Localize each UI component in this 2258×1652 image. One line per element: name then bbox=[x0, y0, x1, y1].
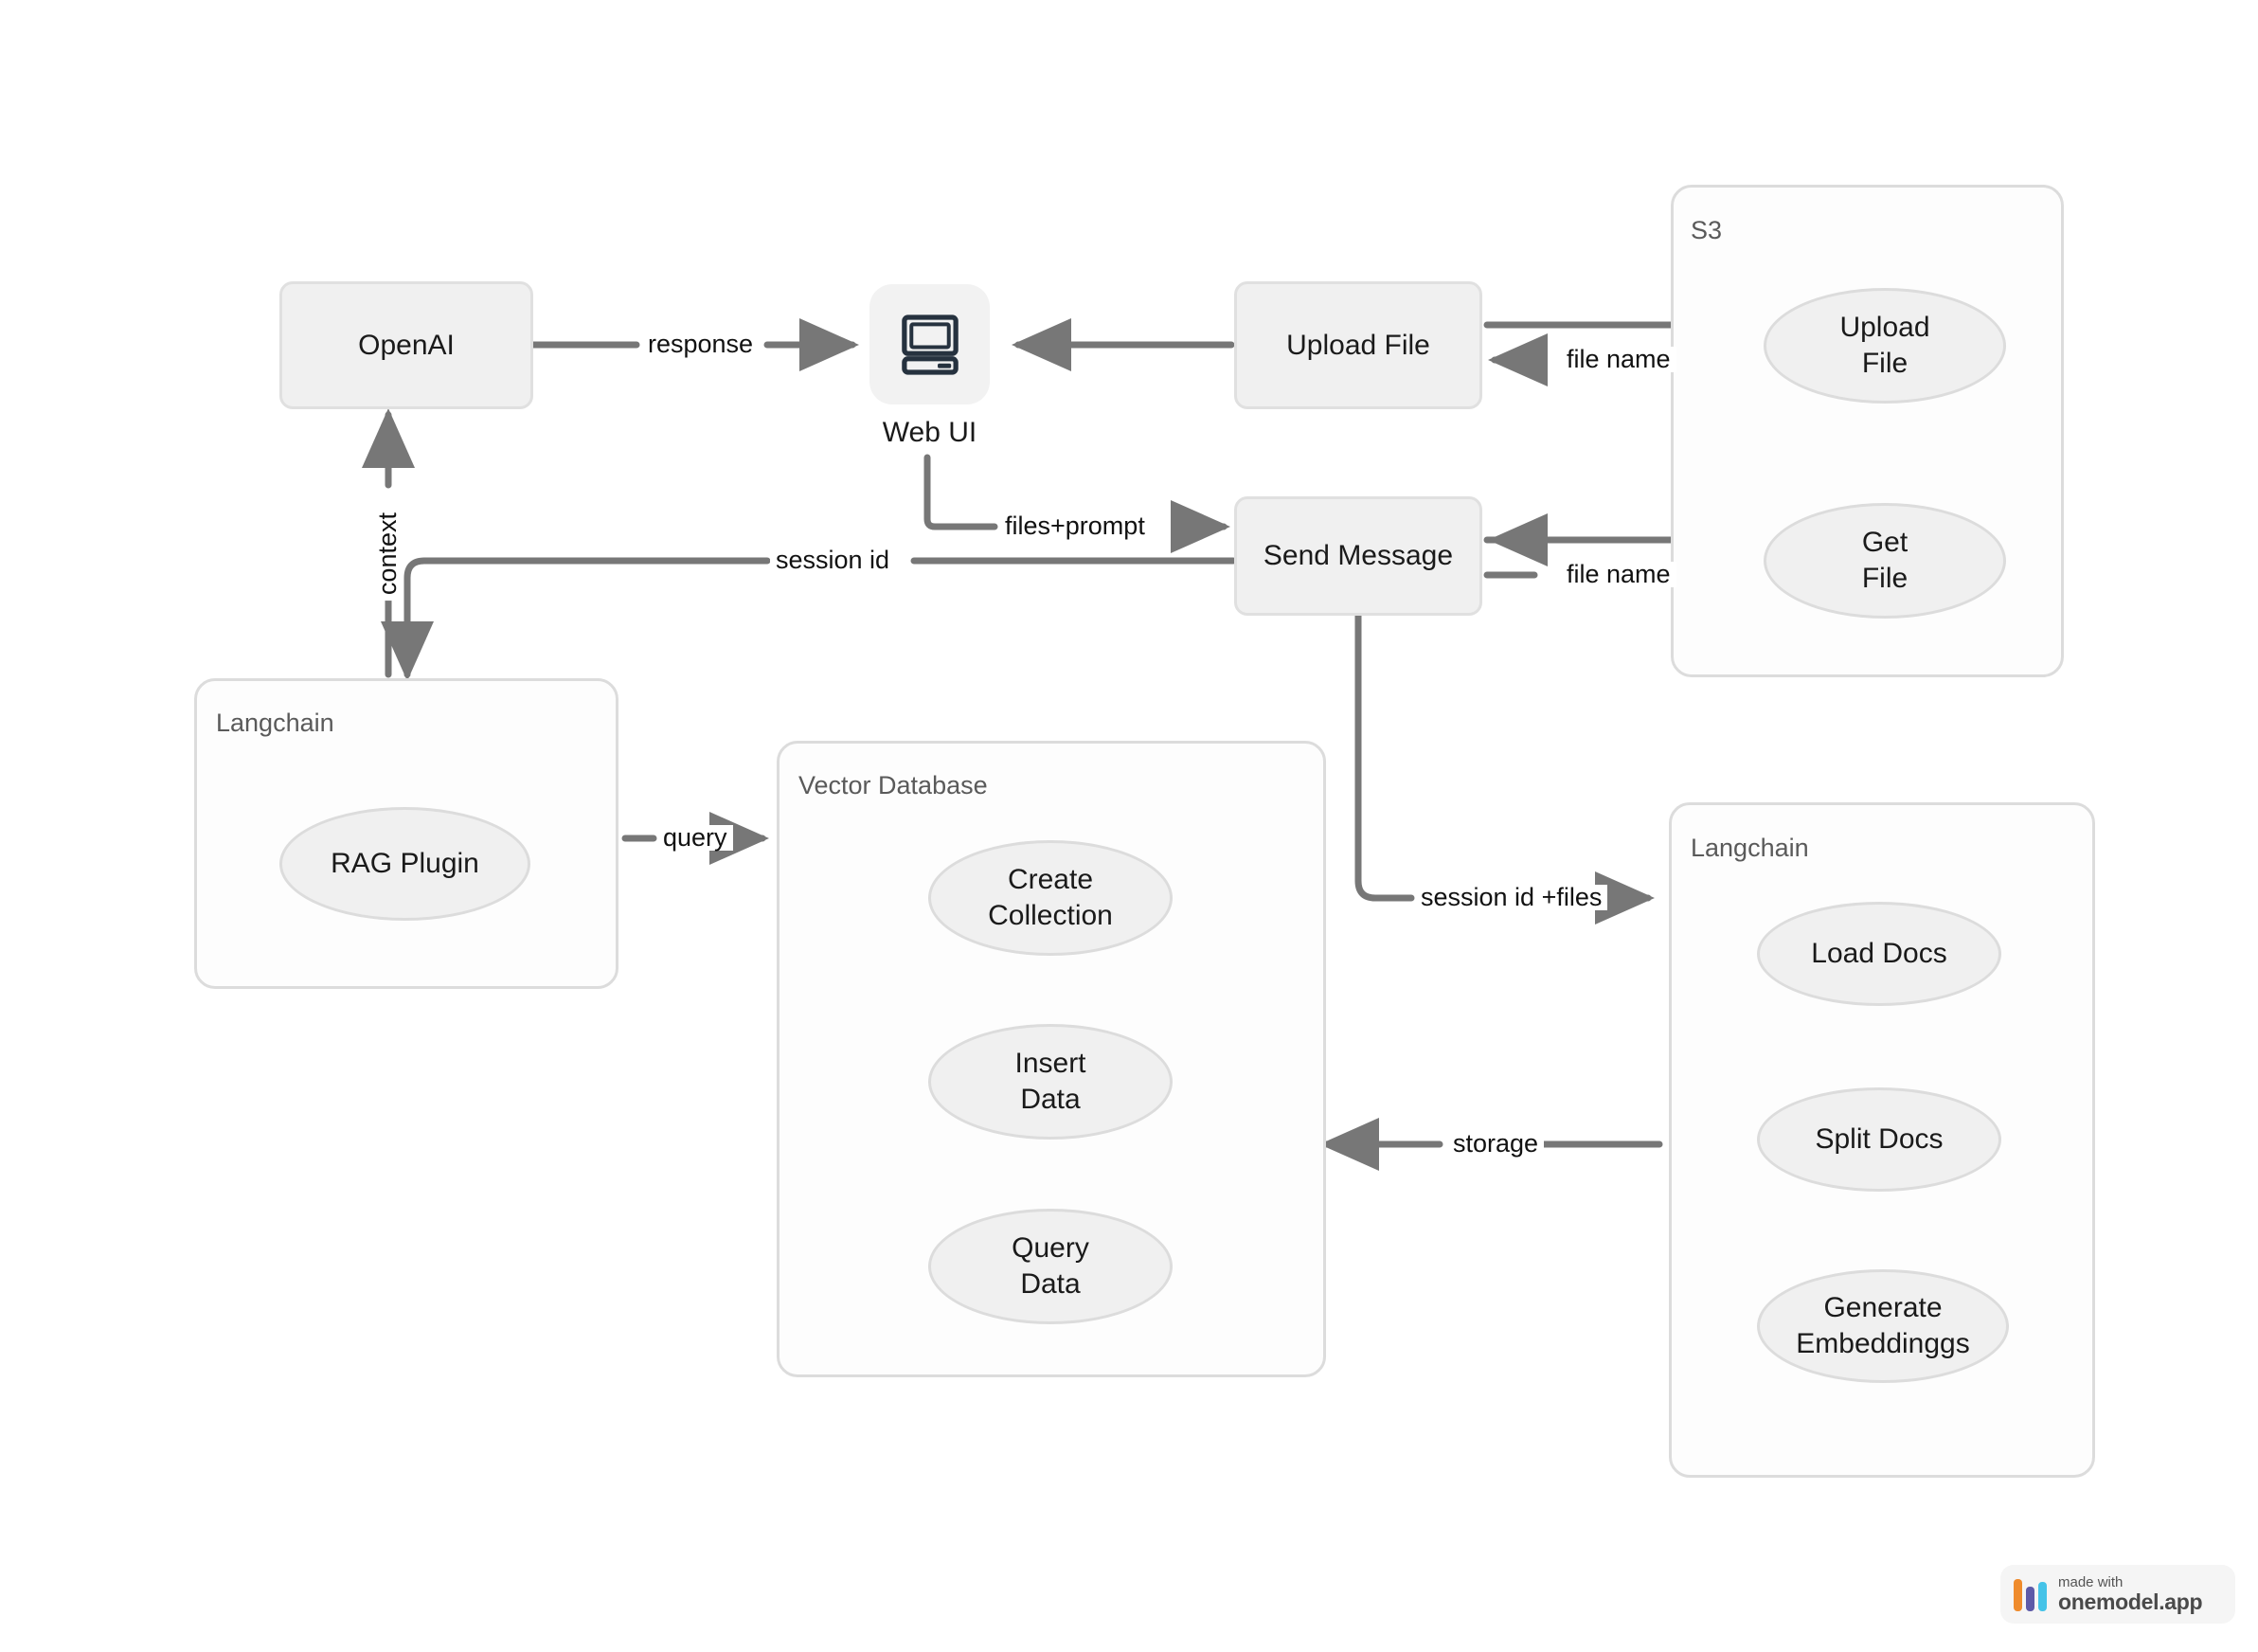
logo-bar-orange bbox=[2014, 1579, 2022, 1611]
node-label-line1: Generate bbox=[1823, 1291, 1943, 1323]
edge-label-context: context bbox=[373, 507, 402, 602]
node-label-line1: Query bbox=[1012, 1231, 1089, 1264]
node-label: Upload File bbox=[1286, 329, 1430, 361]
watermark-brand: onemodel.app bbox=[2058, 1589, 2203, 1614]
edge-filesprompt-elbow bbox=[923, 454, 998, 530]
edge-label-file-name-2: file name bbox=[1561, 562, 1676, 587]
edge-label-files-prompt: files+prompt bbox=[999, 513, 1151, 539]
node-label-line1: Insert bbox=[1014, 1047, 1086, 1079]
group-langchain-right-title: Langchain bbox=[1691, 834, 1809, 862]
onemodel-logo-icon bbox=[2014, 1577, 2047, 1611]
group-s3-title: S3 bbox=[1691, 216, 1723, 244]
group-langchain-left-title: Langchain bbox=[216, 709, 334, 737]
node-label-line1: Upload bbox=[1839, 311, 1930, 343]
node-label-line2: Collection bbox=[988, 900, 1113, 931]
watermark-text: made with onemodel.app bbox=[2058, 1574, 2203, 1614]
node-label-line1: Create bbox=[1007, 863, 1094, 895]
node-s3-get-file[interactable]: Get File bbox=[1764, 503, 2006, 619]
edge-label-file-name-1: file name bbox=[1561, 347, 1676, 372]
edge-label-session-id: session id bbox=[770, 548, 896, 573]
node-label-line2: Data bbox=[1020, 1084, 1081, 1115]
desktop-computer-icon bbox=[901, 314, 959, 375]
node-label: Split Docs bbox=[1815, 1122, 1944, 1155]
node-label: Load Docs bbox=[1811, 937, 1947, 969]
node-split-docs[interactable]: Split Docs bbox=[1757, 1087, 2001, 1192]
node-label-line2: File bbox=[1861, 563, 1909, 594]
node-openai[interactable]: OpenAI bbox=[279, 281, 533, 409]
node-upload-file[interactable]: Upload File bbox=[1234, 281, 1482, 409]
watermark-made-with: made with bbox=[2058, 1574, 2124, 1591]
edge-sessionidfiles-elbow bbox=[1354, 612, 1415, 902]
node-web-ui-label: Web UI bbox=[882, 417, 977, 448]
node-query-data[interactable]: Query Data bbox=[928, 1209, 1173, 1324]
node-load-docs[interactable]: Load Docs bbox=[1757, 902, 2001, 1006]
node-label: OpenAI bbox=[358, 329, 455, 361]
node-send-message[interactable]: Send Message bbox=[1234, 496, 1482, 616]
node-label-line2: File bbox=[1861, 348, 1909, 379]
node-label-line2: Data bbox=[1020, 1268, 1081, 1300]
node-create-collection[interactable]: Create Collection bbox=[928, 840, 1173, 956]
edge-sessionid-elbow bbox=[403, 557, 428, 657]
edge-label-query: query bbox=[657, 825, 733, 851]
node-web-ui[interactable] bbox=[869, 284, 990, 404]
edge-label-response: response bbox=[642, 332, 760, 357]
node-label: Send Message bbox=[1263, 540, 1454, 572]
node-insert-data[interactable]: Insert Data bbox=[928, 1024, 1173, 1140]
edge-label-storage: storage bbox=[1447, 1131, 1545, 1157]
node-generate-embeddings[interactable]: Generate Embeddinggs bbox=[1757, 1269, 2009, 1383]
node-label: RAG Plugin bbox=[331, 847, 479, 879]
logo-bar-cyan bbox=[2038, 1582, 2047, 1611]
node-s3-upload-file[interactable]: Upload File bbox=[1764, 288, 2006, 404]
logo-bar-purple bbox=[2026, 1587, 2034, 1611]
node-rag-plugin[interactable]: RAG Plugin bbox=[279, 807, 530, 921]
node-label-line2: Embeddinggs bbox=[1796, 1328, 1970, 1359]
watermark-badge[interactable]: made with onemodel.app bbox=[2000, 1565, 2235, 1624]
group-vector-database-title: Vector Database bbox=[798, 771, 988, 799]
edge-label-session-id-files: session id +files bbox=[1415, 885, 1608, 910]
node-label-line1: Get bbox=[1861, 526, 1909, 558]
